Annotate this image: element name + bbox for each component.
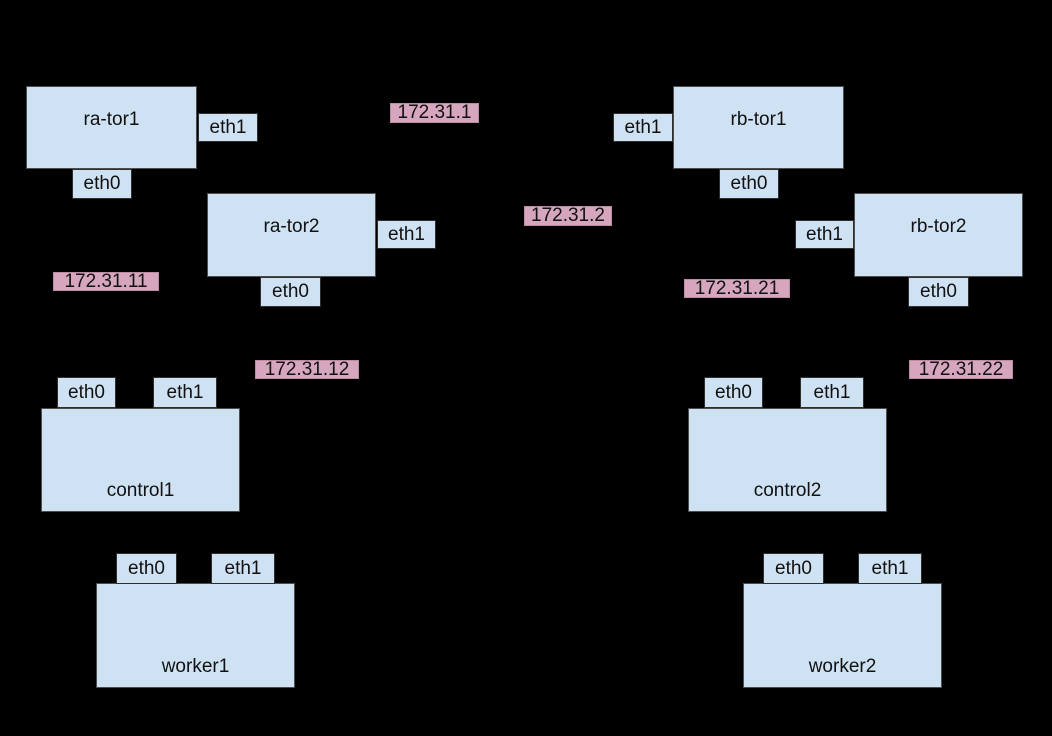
node-control1: control1 bbox=[41, 408, 240, 512]
port-rb-tor2-eth1: eth1 bbox=[795, 220, 854, 249]
port-control2-eth0: eth0 bbox=[704, 377, 763, 408]
node-worker1: worker1 bbox=[96, 583, 295, 688]
ip-label-172-31-2: 172.31.2 bbox=[524, 205, 612, 226]
node-control1-label: control1 bbox=[106, 480, 175, 501]
port-ra-tor2-eth0: eth0 bbox=[260, 277, 321, 307]
node-rb-tor1-label: rb-tor1 bbox=[730, 109, 787, 130]
port-control1-eth1: eth1 bbox=[153, 377, 217, 408]
port-control2-eth1: eth1 bbox=[800, 377, 864, 408]
ip-label-172-31-12: 172.31.12 bbox=[255, 359, 359, 380]
node-rb-tor2: rb-tor2 bbox=[854, 193, 1023, 277]
ip-label-172-31-21: 172.31.21 bbox=[684, 278, 790, 299]
node-ra-tor1-label: ra-tor1 bbox=[83, 109, 140, 130]
node-worker2: worker2 bbox=[743, 583, 942, 688]
node-control2: control2 bbox=[688, 408, 887, 512]
node-control2-label: control2 bbox=[753, 480, 822, 501]
node-ra-tor2-label: ra-tor2 bbox=[263, 216, 320, 237]
port-rb-tor2-eth0: eth0 bbox=[908, 277, 969, 307]
port-ra-tor2-eth1: eth1 bbox=[377, 220, 436, 249]
node-worker2-label: worker2 bbox=[808, 656, 877, 677]
ip-label-172-31-1: 172.31.1 bbox=[390, 102, 479, 123]
port-ra-tor1-eth0: eth0 bbox=[72, 169, 132, 199]
port-worker1-eth0: eth0 bbox=[116, 553, 177, 584]
node-rb-tor2-label: rb-tor2 bbox=[910, 216, 967, 237]
port-worker2-eth1: eth1 bbox=[858, 553, 922, 584]
ip-label-172-31-22: 172.31.22 bbox=[909, 359, 1013, 380]
ip-label-172-31-11: 172.31.11 bbox=[53, 271, 159, 292]
port-ra-tor1-eth1: eth1 bbox=[198, 113, 258, 142]
port-rb-tor1-eth1: eth1 bbox=[613, 113, 673, 142]
port-worker2-eth0: eth0 bbox=[763, 553, 824, 584]
port-control1-eth0: eth0 bbox=[57, 377, 116, 408]
node-ra-tor1: ra-tor1 bbox=[26, 86, 197, 169]
node-ra-tor2: ra-tor2 bbox=[207, 193, 376, 277]
node-worker1-label: worker1 bbox=[161, 656, 230, 677]
port-worker1-eth1: eth1 bbox=[211, 553, 275, 584]
node-rb-tor1: rb-tor1 bbox=[673, 86, 844, 169]
port-rb-tor1-eth0: eth0 bbox=[719, 169, 779, 199]
